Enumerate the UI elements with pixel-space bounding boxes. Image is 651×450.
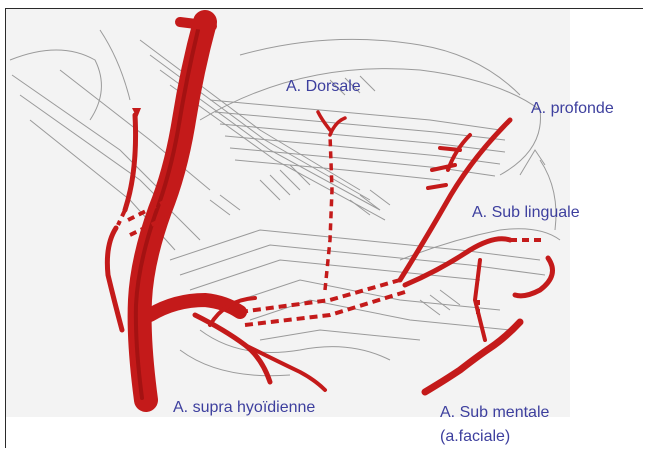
figure-frame [5,8,643,448]
label-sub-linguale: A. Sub linguale [472,204,580,222]
label-sub-mentale: A. Sub mentale [440,404,549,422]
label-profonde: A. profonde [531,100,614,118]
label-sub-mentale-note: (a.faciale) [440,428,510,446]
label-supra-hyoidienne: A. supra hyoïdienne [173,399,315,417]
label-dorsale: A. Dorsale [286,78,361,96]
